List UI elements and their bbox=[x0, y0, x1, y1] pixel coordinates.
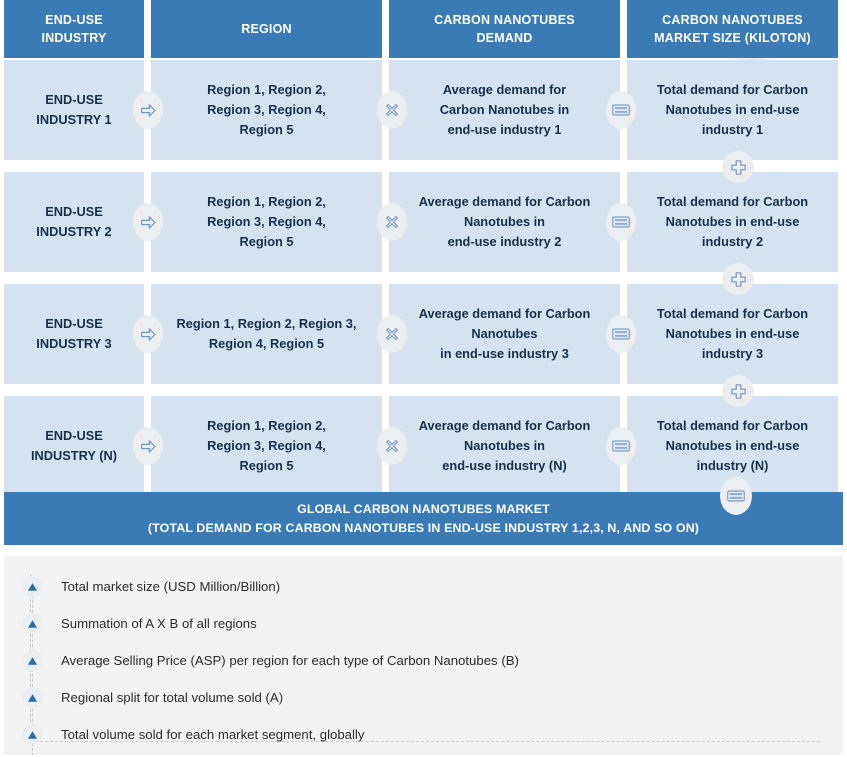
arrow-right-icon bbox=[133, 315, 163, 353]
column-header-label: REGION bbox=[241, 21, 292, 36]
list-item: Regional split for total volume sold (A) bbox=[22, 679, 662, 716]
legend-item-label: Total market size (USD Million/Billion) bbox=[61, 579, 281, 594]
equals-icon bbox=[606, 315, 636, 353]
triangle-up-icon bbox=[22, 576, 43, 597]
plus-icon bbox=[722, 263, 754, 295]
cell-region: Region 1, Region 2, Region 3,Region 4, R… bbox=[151, 284, 382, 384]
cell-text: Region 1, Region 2,Region 3, Region 4,Re… bbox=[207, 418, 326, 473]
multiply-icon bbox=[377, 91, 407, 129]
legend-item-label: Summation of A X B of all regions bbox=[61, 616, 257, 631]
list-item: Average Selling Price (ASP) per region f… bbox=[22, 642, 662, 679]
triangle-up-icon bbox=[22, 650, 43, 671]
plus-icon bbox=[722, 151, 754, 183]
triangle-up-icon bbox=[22, 687, 43, 708]
cell-text: Region 1, Region 2, Region 3,Region 4, R… bbox=[176, 316, 357, 351]
arrow-right-icon bbox=[133, 203, 163, 241]
global-market-bar: GLOBAL CARBON NANOTUBES MARKET (TOTAL DE… bbox=[4, 492, 843, 545]
multiply-icon bbox=[377, 315, 407, 353]
equals-icon-total bbox=[720, 477, 752, 515]
legend-item-label: Average Selling Price (ASP) per region f… bbox=[61, 653, 519, 668]
column-header-region: REGION bbox=[151, 0, 382, 58]
equals-icon bbox=[606, 427, 636, 465]
cell-region: Region 1, Region 2,Region 3, Region 4,Re… bbox=[151, 172, 382, 272]
legend-item-label: Regional split for total volume sold (A) bbox=[61, 690, 284, 705]
equals-icon bbox=[606, 203, 636, 241]
legend-list: Total market size (USD Million/Billion) … bbox=[22, 568, 662, 753]
equals-icon bbox=[606, 91, 636, 129]
legend-panel: Total market size (USD Million/Billion) … bbox=[4, 556, 843, 755]
list-item: Total market size (USD Million/Billion) bbox=[22, 568, 662, 605]
triangle-up-icon bbox=[22, 613, 43, 634]
triangle-up-icon bbox=[22, 724, 43, 745]
cell-region: Region 1, Region 2,Region 3, Region 4,Re… bbox=[151, 396, 382, 496]
cell-text: Region 1, Region 2,Region 3, Region 4,Re… bbox=[207, 82, 326, 137]
arrow-right-icon bbox=[133, 427, 163, 465]
list-item: Summation of A X B of all regions bbox=[22, 605, 662, 642]
global-market-title: GLOBAL CARBON NANOTUBES MARKET bbox=[297, 501, 550, 516]
cell-text: Region 1, Region 2,Region 3, Region 4,Re… bbox=[207, 194, 326, 249]
global-market-subtitle: (TOTAL DEMAND FOR CARBON NANOTUBES IN EN… bbox=[147, 520, 700, 535]
list-item: Total volume sold for each market segmen… bbox=[22, 716, 662, 753]
plus-icon bbox=[722, 375, 754, 407]
legend-item-label: Total volume sold for each market segmen… bbox=[61, 727, 365, 742]
multiply-icon bbox=[377, 427, 407, 465]
arrow-right-icon bbox=[133, 91, 163, 129]
cell-region: Region 1, Region 2,Region 3, Region 4,Re… bbox=[151, 60, 382, 160]
multiply-icon bbox=[377, 203, 407, 241]
